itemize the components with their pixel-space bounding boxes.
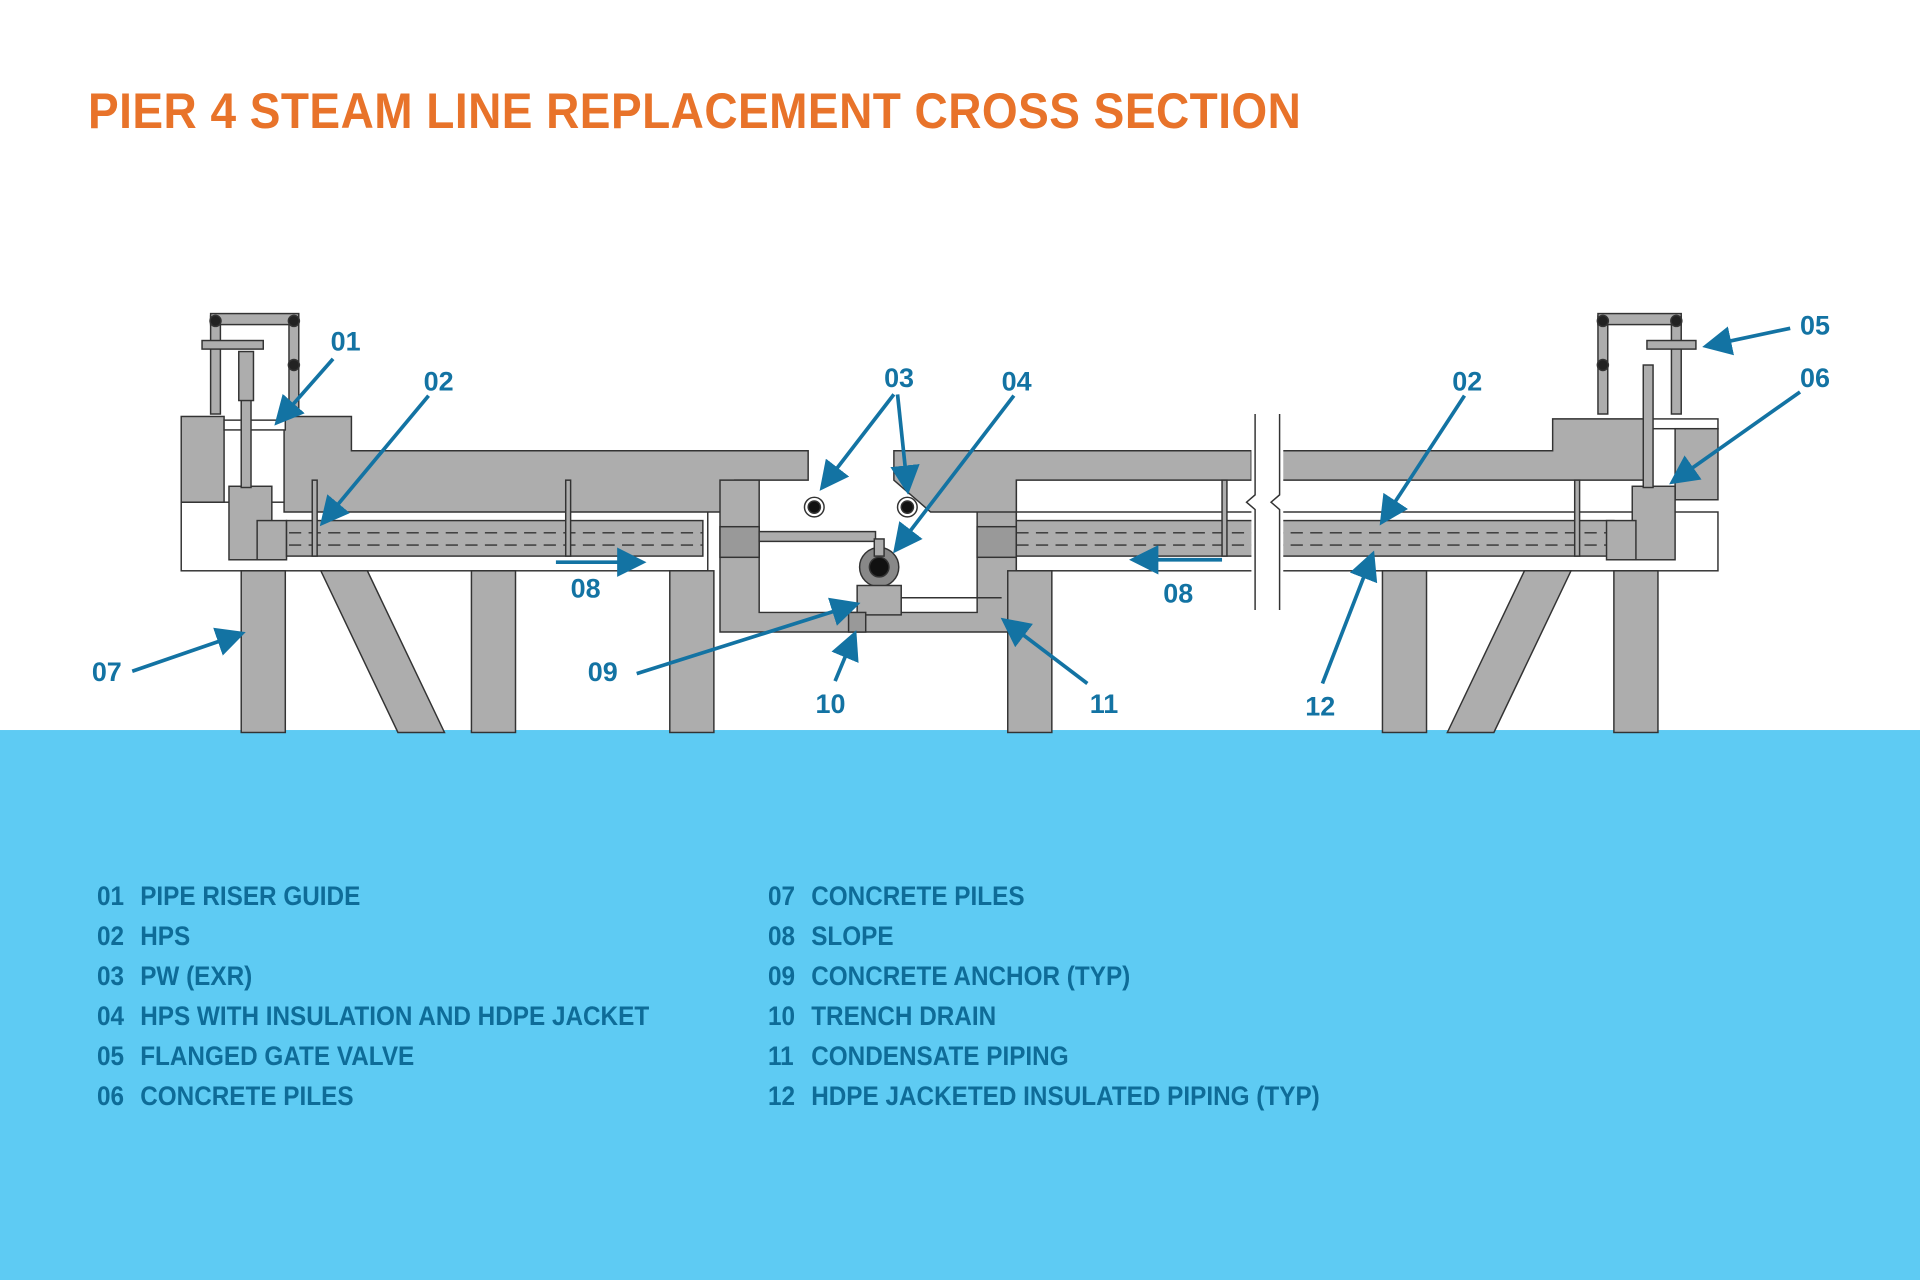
legend-text: CONCRETE PILES (140, 1081, 354, 1111)
left-riser-guide (223, 419, 287, 431)
legend-item: 08 SLOPE (768, 916, 1320, 956)
callout-08-left: 08 (571, 574, 601, 604)
legend-text: SLOPE (811, 921, 894, 951)
legend-number: 08 (768, 921, 796, 951)
legend-text: HPS WITH INSULATION AND HDPE JACKET (140, 1001, 650, 1031)
legend-text: HDPE JACKETED INSULATED PIPING (TYP) (811, 1081, 1320, 1111)
legend-number: 02 (97, 921, 125, 951)
left-upper-beam (283, 415, 809, 513)
callout-09: 09 (588, 657, 618, 687)
right-pile-2 (1381, 570, 1428, 734)
legend-column-right: 07 CONCRETE PILES 08 SLOPE 09 CONCRETE ANCH… (768, 876, 1381, 1116)
legend-item: 05 FLANGED GATE VALVE (97, 1036, 649, 1076)
legend-column-left: 01 PIPE RISER GUIDE 02 HPS 03 PW (EXR) 04 HP… (97, 876, 711, 1116)
left-cap-block (180, 415, 225, 503)
legend-text: CONDENSATE PIPING (811, 1041, 1069, 1071)
callout-07: 07 (92, 657, 122, 687)
callout-03: 03 (884, 363, 914, 393)
callout-04: 04 (1002, 367, 1032, 397)
legend-item: 11 CONDENSATE PIPING (768, 1036, 1320, 1076)
left-pile-2 (470, 570, 517, 734)
trench-drain (847, 611, 867, 633)
legend-item: 03 PW (EXR) (97, 956, 649, 996)
legend-number: 10 (768, 1001, 796, 1031)
water-area (0, 730, 1920, 1280)
left-batter-pile (319, 570, 446, 734)
legend-item: 04 HPS WITH INSULATION AND HDPE JACKET (97, 996, 649, 1036)
legend-item: 10 TRENCH DRAIN (768, 996, 1320, 1036)
callout-12: 12 (1305, 691, 1335, 721)
left-elbow-box-2 (256, 519, 288, 561)
callout-10: 10 (816, 689, 846, 719)
legend-item: 06 CONCRETE PILES (97, 1076, 649, 1116)
callout-02-left: 02 (424, 367, 454, 397)
legend-text: FLANGED GATE VALVE (140, 1041, 415, 1071)
legend-number: 06 (97, 1081, 125, 1111)
legend-number: 01 (97, 881, 125, 911)
page-title: PIER 4 STEAM LINE REPLACEMENT CROSS SECT… (88, 83, 1302, 139)
legend-item: 09 CONCRETE ANCHOR (TYP) (768, 956, 1320, 996)
callout-05: 05 (1800, 310, 1830, 340)
legend-number: 03 (97, 961, 125, 991)
legend-item: 02 HPS (97, 916, 649, 956)
legend-number: 07 (768, 881, 796, 911)
legend-number: 11 (768, 1041, 794, 1071)
legend-item: 01 PIPE RISER GUIDE (97, 876, 649, 916)
legend-text: HPS (140, 921, 191, 951)
legend-text: TRENCH DRAIN (811, 1001, 997, 1031)
legend-number: 05 (97, 1041, 125, 1071)
callout-02-right: 02 (1452, 367, 1482, 397)
pier-structure (180, 312, 1719, 734)
legend-text: PIPE RISER GUIDE (140, 881, 361, 911)
legend-item: 12 HDPE JACKETED INSULATED PIPING (TYP) (768, 1076, 1320, 1116)
left-pile-1 (240, 570, 287, 734)
legend-item: 07 CONCRETE PILES (768, 876, 1320, 916)
right-batter-pile (1446, 570, 1573, 734)
callout-06: 06 (1800, 363, 1830, 393)
legend-number: 04 (97, 1001, 125, 1031)
callout-arrows (131, 326, 1802, 685)
legend-text: CONCRETE ANCHOR (TYP) (811, 961, 1131, 991)
legend-number: 09 (768, 961, 796, 991)
callout-08-right: 08 (1163, 579, 1193, 609)
left-hps-pipe (285, 519, 704, 557)
callout-11: 11 (1090, 689, 1118, 719)
concrete-anchor (856, 584, 902, 616)
right-pile-3 (1613, 570, 1659, 734)
callout-01: 01 (331, 326, 361, 356)
legend-number: 12 (768, 1081, 796, 1111)
legend-text: PW (EXR) (140, 961, 253, 991)
legend-text: CONCRETE PILES (811, 881, 1025, 911)
